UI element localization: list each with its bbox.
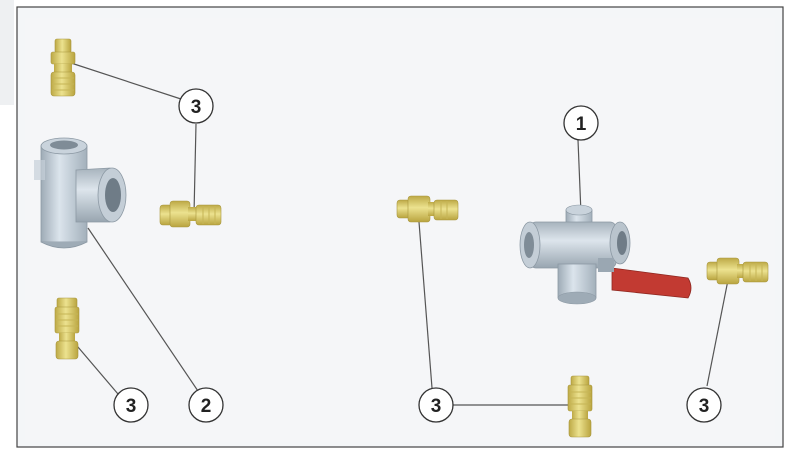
callout-3-mid: 3 <box>418 387 454 423</box>
callout-3-top-label: 3 <box>191 97 202 118</box>
callout-3-left: 3 <box>113 387 149 423</box>
callout-2-label: 2 <box>201 396 212 417</box>
brass-fitting-center <box>396 195 459 223</box>
brass-fitting-bottom-center <box>567 375 593 438</box>
brass-fitting-top-left <box>50 38 76 97</box>
callout-2: 2 <box>188 387 224 423</box>
callout-3-mid-label: 3 <box>431 396 442 417</box>
callout-3-right-label: 3 <box>699 396 710 417</box>
callout-3-left-label: 3 <box>126 396 137 417</box>
leader-lines <box>67 61 729 406</box>
ball-valve <box>519 204 692 305</box>
callout-3-right: 3 <box>686 387 722 423</box>
brass-fitting-bottom-left <box>54 297 80 360</box>
callout-3-top: 3 <box>178 88 214 124</box>
steel-tee <box>34 137 127 249</box>
brass-fitting-mid-left <box>159 200 222 228</box>
callout-1-label: 1 <box>576 114 587 135</box>
brass-fitting-right <box>706 257 769 285</box>
callout-1: 1 <box>563 105 599 141</box>
